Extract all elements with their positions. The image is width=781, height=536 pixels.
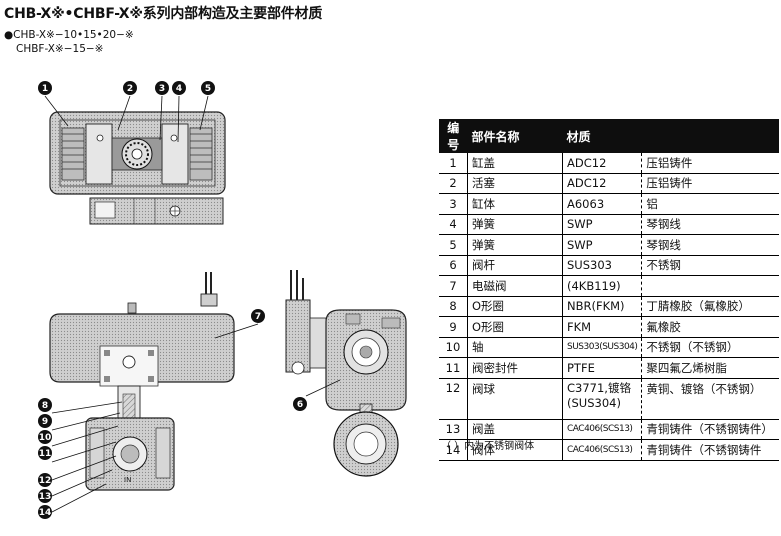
svg-text:4: 4 — [176, 84, 182, 94]
callout-13: 13 — [38, 489, 52, 503]
cutaway-drawing: IN 1 2 3 4 5 — [38, 81, 407, 519]
callout-4: 4 — [172, 81, 186, 95]
front-view: IN — [49, 272, 235, 491]
svg-text:12: 12 — [39, 476, 52, 486]
callout-11: 11 — [38, 446, 52, 460]
svg-text:3: 3 — [159, 84, 165, 94]
callout-12: 12 — [38, 473, 52, 487]
stainless-note: （ ）内为不锈钢阀体 — [441, 441, 535, 452]
model-line-1: ●CHB-X※−10•15•20−※ — [4, 29, 134, 41]
svg-text:1: 1 — [42, 84, 48, 94]
spring-right — [189, 127, 213, 181]
in-port-label: IN — [124, 476, 131, 484]
callout-5: 5 — [201, 81, 215, 95]
page-title: CHB-X※•CHBF-X※系列内部构造及主要部件材质 — [4, 6, 323, 22]
solenoid-valve — [285, 299, 311, 373]
header-material: 材质 — [562, 119, 779, 153]
svg-text:10: 10 — [39, 433, 52, 443]
callout-10: 10 — [38, 430, 52, 444]
svg-text:5: 5 — [205, 84, 211, 94]
svg-text:6: 6 — [297, 400, 303, 410]
callout-7: 7 — [251, 309, 265, 323]
side-view — [285, 270, 407, 477]
callout-14: 14 — [38, 505, 52, 519]
callout-1: 1 — [38, 81, 52, 95]
svg-text:11: 11 — [39, 449, 52, 459]
table-header-row: 编号 部件名称 材质 — [439, 119, 779, 153]
callout-9: 9 — [38, 414, 52, 428]
callout-8: 8 — [38, 398, 52, 412]
header-number: 编号 — [439, 119, 468, 153]
svg-text:14: 14 — [39, 508, 52, 518]
svg-text:7: 7 — [255, 312, 261, 322]
callout-2: 2 — [123, 81, 137, 95]
callout-3: 3 — [155, 81, 169, 95]
leader-lines — [44, 95, 341, 513]
model-line-2: CHBF-X※−15−※ — [16, 43, 104, 55]
top-section-view — [49, 111, 226, 225]
callout-6: 6 — [293, 397, 307, 411]
piston-left — [85, 123, 113, 185]
svg-text:9: 9 — [42, 417, 48, 427]
svg-text:2: 2 — [127, 84, 133, 94]
svg-text:8: 8 — [42, 401, 48, 411]
spring-left — [61, 127, 85, 181]
header-part-name: 部件名称 — [467, 119, 563, 153]
svg-text:13: 13 — [39, 492, 52, 502]
piston-right — [161, 123, 189, 185]
